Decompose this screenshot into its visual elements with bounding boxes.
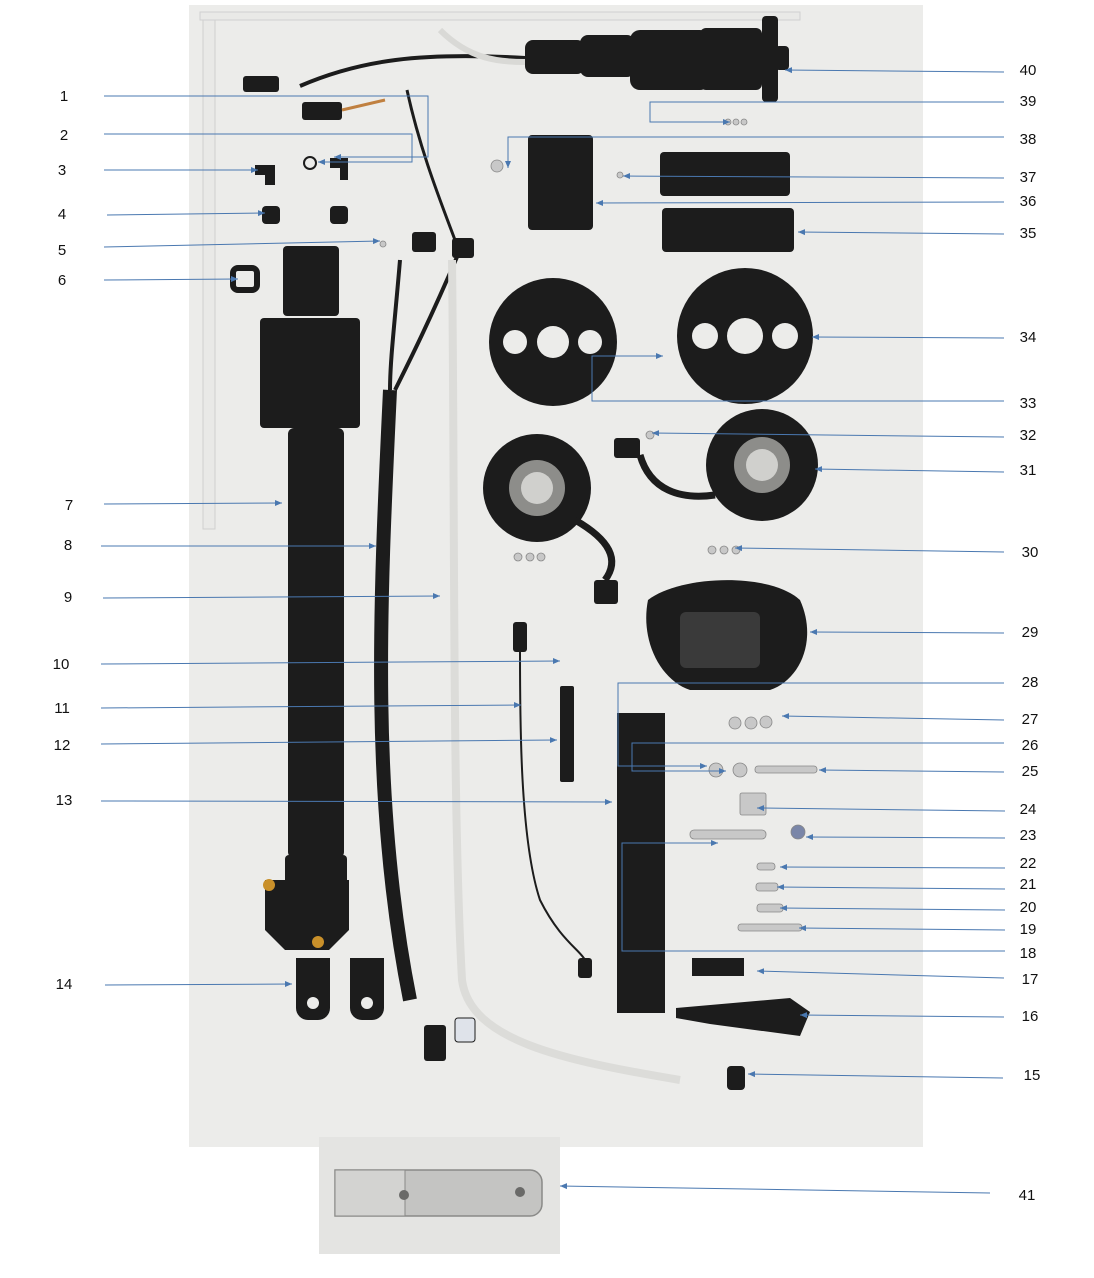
callout-number-38: 38 <box>1019 131 1037 148</box>
leader-line-36 <box>595 199 1005 206</box>
callout-number-41: 41 <box>1018 1187 1036 1204</box>
leader-line-12 <box>100 737 558 745</box>
callout-number-9: 9 <box>63 589 73 606</box>
leader-line-21 <box>776 884 1006 891</box>
leader-line-16 <box>799 1012 1005 1019</box>
leader-line-18 <box>621 840 1005 952</box>
callout-number-4: 4 <box>57 206 67 223</box>
callout-number-32: 32 <box>1019 427 1037 444</box>
leader-line-35 <box>797 229 1005 236</box>
callout-number-18: 18 <box>1019 945 1037 962</box>
leader-line-39 <box>649 101 1004 125</box>
leader-line-9 <box>102 593 441 600</box>
leader-line-1 <box>104 95 429 160</box>
callout-number-35: 35 <box>1019 225 1037 242</box>
leader-line-30 <box>734 545 1005 553</box>
leader-line-27 <box>781 713 1005 721</box>
leader-line-41 <box>559 1183 991 1194</box>
callout-number-17: 17 <box>1021 971 1039 988</box>
callout-number-6: 6 <box>57 272 67 289</box>
callout-number-30: 30 <box>1021 544 1039 561</box>
base-plates <box>489 268 813 406</box>
leader-line-15 <box>747 1071 1004 1079</box>
leader-line-20 <box>779 905 1006 912</box>
leader-line-34 <box>811 334 1005 341</box>
callout-number-19: 19 <box>1019 921 1037 938</box>
callout-number-25: 25 <box>1021 763 1039 780</box>
leader-line-5 <box>103 238 381 248</box>
leader-line-24 <box>756 805 1006 812</box>
leader-line-2 <box>104 133 413 165</box>
callout-number-40: 40 <box>1019 62 1037 79</box>
callout-number-13: 13 <box>55 792 73 809</box>
leader-line-38 <box>505 136 1004 168</box>
leader-line-10 <box>100 658 561 665</box>
callout-number-31: 31 <box>1019 462 1037 479</box>
callout-number-27: 27 <box>1021 711 1039 728</box>
motor-mount-assembly <box>299 16 789 102</box>
callout-number-16: 16 <box>1021 1008 1039 1025</box>
arm-tube <box>260 246 360 950</box>
leader-line-23 <box>805 834 1006 841</box>
leader-line-29 <box>809 629 1005 636</box>
callout-number-1: 1 <box>59 88 69 105</box>
callout-number-10: 10 <box>52 656 70 673</box>
callout-number-24: 24 <box>1019 801 1037 818</box>
callout-number-36: 36 <box>1019 193 1037 210</box>
callout-number-14: 14 <box>55 976 73 993</box>
leader-line-28 <box>617 682 1004 769</box>
leader-line-7 <box>103 500 283 507</box>
leader-line-11 <box>100 702 522 709</box>
callout-number-5: 5 <box>57 242 67 259</box>
callout-number-2: 2 <box>59 127 69 144</box>
motors <box>483 409 818 604</box>
leader-line-26 <box>631 742 1004 774</box>
leader-line-40 <box>784 67 1005 74</box>
callout-leader-lines <box>100 67 1006 1194</box>
callout-number-29: 29 <box>1021 624 1039 641</box>
leader-line-25 <box>818 767 1005 774</box>
callout-number-37: 37 <box>1019 169 1037 186</box>
leader-line-19 <box>798 925 1006 932</box>
callout-number-11: 11 <box>54 700 70 717</box>
callout-number-12: 12 <box>53 737 71 754</box>
leader-line-37 <box>622 173 1005 180</box>
leader-line-17 <box>756 968 1005 979</box>
leader-line-6 <box>103 276 239 283</box>
leader-line-22 <box>779 864 1006 871</box>
leader-line-14 <box>104 981 293 988</box>
leader-line-33 <box>591 353 1004 402</box>
leader-line-13 <box>100 798 613 805</box>
ruler-strip <box>199 11 801 530</box>
callout-number-21: 21 <box>1019 876 1037 893</box>
callout-number-3: 3 <box>57 162 67 179</box>
leader-line-4 <box>106 210 266 217</box>
callout-number-33: 33 <box>1019 395 1037 412</box>
pivot-pin-part-41 <box>334 1169 543 1217</box>
callout-number-23: 23 <box>1019 827 1037 844</box>
callout-number-28: 28 <box>1021 674 1039 691</box>
callout-number-26: 26 <box>1021 737 1039 754</box>
leader-line-32 <box>651 430 1005 438</box>
callout-number-22: 22 <box>1019 855 1037 872</box>
callout-number-20: 20 <box>1019 899 1037 916</box>
part-shapes <box>230 16 818 1090</box>
callout-number-34: 34 <box>1019 329 1037 346</box>
callout-number-7: 7 <box>64 497 74 514</box>
callout-number-8: 8 <box>63 537 73 554</box>
leader-line-31 <box>814 466 1005 473</box>
callout-number-39: 39 <box>1019 93 1037 110</box>
callout-number-15: 15 <box>1023 1067 1041 1084</box>
